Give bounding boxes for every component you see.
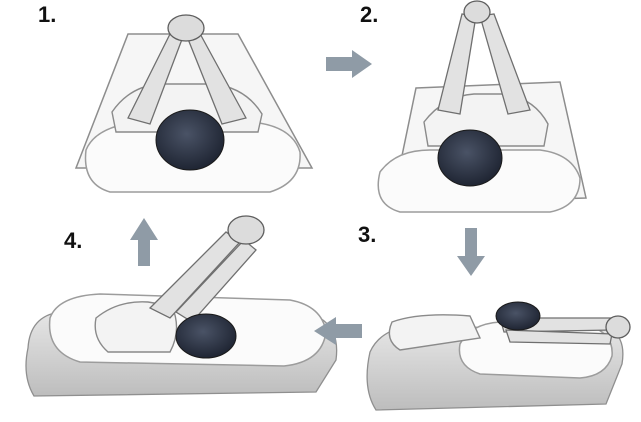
- step-number-1: 1.: [38, 4, 56, 26]
- panel-step-1: [76, 15, 312, 192]
- panel-step-3: [367, 302, 630, 410]
- clasped-hands: [464, 1, 490, 23]
- arrow-up-icon: [130, 218, 158, 266]
- clasped-hands: [228, 216, 264, 244]
- head: [156, 110, 224, 170]
- head: [176, 314, 236, 358]
- arrow-right-icon: [326, 50, 372, 78]
- step-number-4: 4.: [64, 230, 82, 252]
- step-number-3: 3.: [358, 224, 376, 246]
- head: [496, 302, 540, 330]
- step-number-2: 2.: [360, 4, 378, 26]
- arrow-down-icon: [457, 228, 485, 276]
- panel-step-2: [378, 1, 586, 212]
- clasped-hands: [606, 316, 630, 338]
- head: [438, 130, 502, 186]
- clasped-hands: [168, 15, 204, 41]
